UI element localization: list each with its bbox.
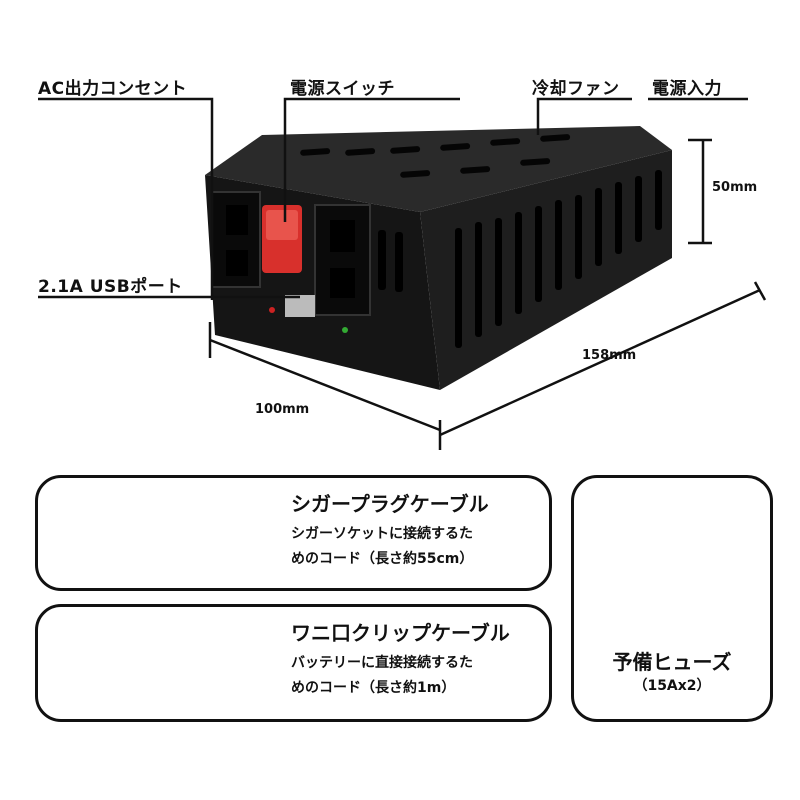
desc-line: シガーソケットに接続するた [291, 526, 473, 542]
side-vents [455, 170, 662, 348]
accessory-cigar-cable: シガープラグケーブル シガーソケットに接続するた めのコード（長さ約55cm） [35, 475, 552, 591]
accessory-fuses: 予備ヒューズ （15Ax2） [571, 475, 773, 722]
desc-line: めのコード（長さ約1m） [291, 680, 456, 696]
desc-line: めのコード（長さ約55cm） [291, 551, 474, 567]
dimension-width: 100mm [255, 402, 310, 417]
accessory-clip-cable: ワニ口クリップケーブル バッテリーに直接接続するた めのコード（長さ約1m） [35, 604, 552, 722]
dimension-length: 158mm [582, 348, 637, 363]
device-top [205, 126, 672, 212]
led-red [269, 307, 275, 313]
device-side [420, 150, 672, 390]
accessory-title: シガープラグケーブル [291, 492, 489, 516]
accessory-desc: バッテリーに直接接続するた めのコード（長さ約1m） [291, 651, 473, 701]
label-ac-outlet: AC出力コンセント [38, 79, 188, 99]
accessory-subtitle: （15Ax2） [633, 678, 711, 694]
label-cooling-fan: 冷却ファン [532, 79, 620, 99]
accessory-title: 予備ヒューズ [612, 650, 732, 674]
usb-port [285, 295, 315, 317]
leader-lines [38, 97, 767, 450]
desc-line: バッテリーに直接接続するた [291, 655, 473, 671]
dimension-height: 50mm [712, 180, 758, 195]
label-power-input: 電源入力 [652, 79, 722, 99]
label-usb-port: 2.1A USBポート [38, 277, 183, 297]
accessory-desc: シガーソケットに接続するた めのコード（長さ約55cm） [291, 522, 473, 572]
label-power-switch: 電源スイッチ [290, 79, 395, 99]
accessory-title: ワニ口クリップケーブル [291, 621, 510, 645]
led-green [342, 327, 348, 333]
inverter-device [205, 126, 672, 390]
